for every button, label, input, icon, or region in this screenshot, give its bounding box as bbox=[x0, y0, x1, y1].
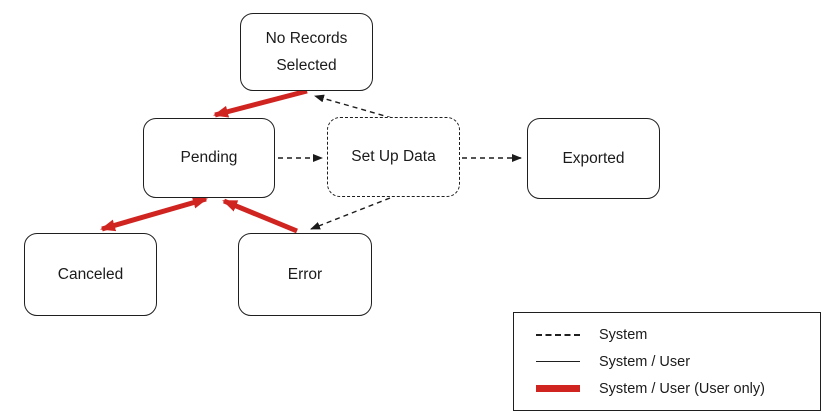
legend-item-system: System bbox=[514, 323, 820, 347]
edge-pending-canceled-bidirectional bbox=[100, 196, 208, 232]
state-node-pending: Pending bbox=[143, 118, 275, 198]
edge-setup-to-no-records bbox=[314, 94, 393, 119]
legend-item-system-user: System / User bbox=[514, 350, 820, 374]
red-line-swatch bbox=[536, 385, 580, 392]
legend-label: System / User (User only) bbox=[599, 380, 765, 397]
edge-setup-to-error bbox=[310, 197, 391, 230]
edge-no-records-to-pending bbox=[213, 88, 308, 118]
state-node-no-records-selected: No Records Selected bbox=[240, 13, 373, 91]
state-label: Canceled bbox=[57, 265, 124, 283]
legend-item-user-only: System / User (User only) bbox=[514, 377, 820, 401]
state-label: Set Up Data bbox=[351, 148, 436, 166]
edge-error-to-pending bbox=[222, 198, 298, 234]
state-node-exported: Exported bbox=[527, 118, 660, 199]
state-node-set-up-data: Set Up Data bbox=[327, 117, 460, 197]
state-label: Exported bbox=[562, 149, 625, 167]
state-node-canceled: Canceled bbox=[24, 233, 157, 316]
solid-line-swatch bbox=[536, 361, 580, 362]
state-label: Error bbox=[287, 265, 323, 283]
state-node-error: Error bbox=[238, 233, 372, 316]
legend-box: System System / User System / User (User… bbox=[513, 312, 821, 411]
legend-label: System / User bbox=[599, 353, 691, 370]
state-label: Pending bbox=[180, 149, 238, 167]
dashed-line-swatch bbox=[536, 333, 580, 336]
state-label: No Records Selected bbox=[265, 29, 348, 74]
legend-label: System bbox=[599, 326, 648, 343]
